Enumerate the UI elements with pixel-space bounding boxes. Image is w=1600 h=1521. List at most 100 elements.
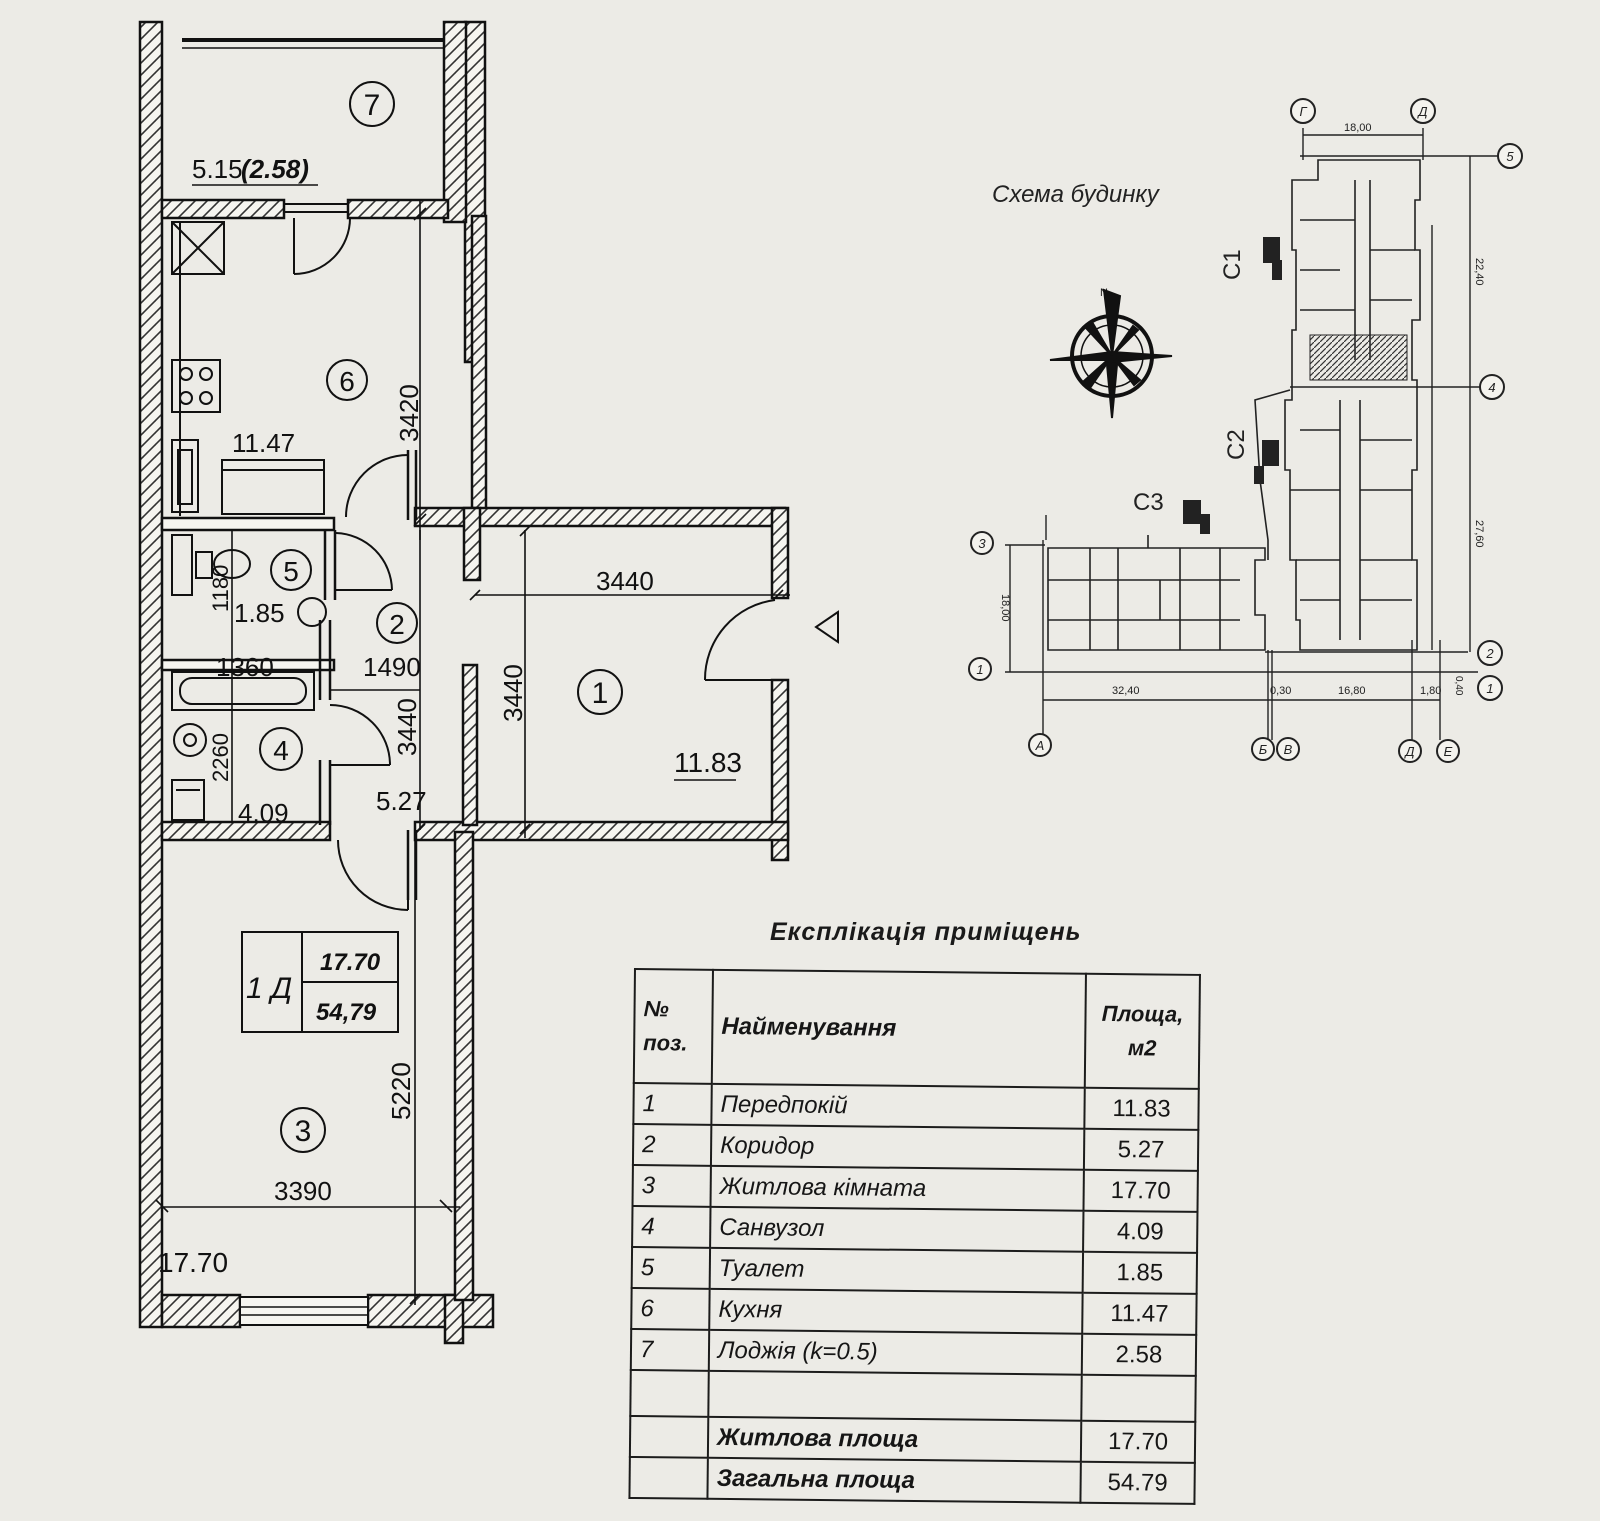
- section-label-c3: С3: [1133, 489, 1164, 516]
- svg-text:В: В: [1284, 742, 1293, 757]
- svg-text:4: 4: [1488, 380, 1495, 395]
- entrance-arrow-icon: [814, 610, 839, 644]
- room-num-3: 3: [295, 1115, 312, 1148]
- scheme-entrances: [1183, 237, 1282, 534]
- table-row-total-area: Загальна площа 54.79: [629, 1456, 1195, 1504]
- dim-bath-width: 1360: [216, 652, 274, 682]
- building-scheme: Схема будинку N: [968, 98, 1523, 763]
- table-row: 7 Лоджія (k=0.5) 2.58: [630, 1328, 1197, 1376]
- room-num-4: 4: [273, 735, 289, 766]
- dim-kitchen-depth: 3420: [394, 384, 424, 442]
- dim-hall-depth: 3440: [498, 664, 528, 722]
- svg-text:А: А: [1035, 738, 1045, 753]
- section-label-c1: С1: [1219, 249, 1246, 280]
- windows: [182, 38, 445, 1326]
- svg-text:Б: Б: [1259, 742, 1268, 757]
- scheme-building-outline: [1047, 159, 1421, 651]
- svg-text:Е: Е: [1444, 744, 1453, 759]
- scheme-section-labels: С1 С2 С3: [1133, 249, 1250, 516]
- svg-text:18,00: 18,00: [1344, 122, 1372, 134]
- dim-room-depth: 5220: [386, 1062, 416, 1120]
- doors: [293, 217, 776, 911]
- scheme-axis-labels: Г Д 5 4 3 2 1 1 А Б В Д Е: [976, 104, 1514, 759]
- table-row: 5 Туалет 1.85: [631, 1246, 1198, 1294]
- fixtures: [171, 221, 327, 821]
- svg-text:1: 1: [976, 662, 983, 677]
- apartment-stamp-text: 1 Д 17.70 54,79: [246, 949, 381, 1026]
- svg-text:16,80: 16,80: [1338, 685, 1366, 697]
- room-num-7: 7: [364, 89, 381, 122]
- dim-corridor-len: 3440: [392, 698, 422, 756]
- svg-text:0,30: 0,30: [1270, 685, 1291, 697]
- scheme-dimension-values: 18,00 22,40 27,60 18,00 32,40 0,30 16,80…: [999, 122, 1485, 697]
- svg-text:22,40: 22,40: [1473, 258, 1485, 286]
- dim-room-width: 3390: [274, 1176, 332, 1206]
- room-num-1: 1: [592, 677, 609, 710]
- table-row: 1 Передпокій 11.83: [633, 1083, 1199, 1130]
- compass-rose-icon: N: [1049, 287, 1173, 419]
- explication-title: Експлікація приміщень: [770, 918, 1082, 946]
- table-row: 2 Коридор 5.27: [632, 1124, 1199, 1171]
- room-marker-4: [259, 727, 303, 771]
- header-name: Найменування: [711, 969, 1086, 1088]
- table-row: 4 Санвузол 4.09: [632, 1205, 1198, 1253]
- room-num-2: 2: [389, 609, 405, 640]
- room-marker-6: [326, 359, 368, 401]
- svg-text:32,40: 32,40: [1112, 685, 1140, 697]
- dim-wc-depth: 1180: [208, 565, 233, 612]
- table-row: 3 Житлова кімната 17.70: [632, 1164, 1198, 1212]
- svg-text:27,60: 27,60: [1473, 520, 1485, 548]
- header-num: № поз.: [633, 969, 713, 1084]
- area-room-7-reduced: (2.58): [241, 154, 309, 184]
- apartment-total-area: 54,79: [316, 999, 377, 1026]
- svg-text:2: 2: [1485, 646, 1494, 661]
- svg-text:3: 3: [978, 536, 986, 551]
- svg-text:18,00: 18,00: [999, 594, 1011, 622]
- section-label-c2: С2: [1223, 429, 1250, 460]
- area-room-1: 11.83: [674, 747, 742, 778]
- svg-text:5: 5: [1506, 149, 1514, 164]
- svg-text:Г: Г: [1299, 104, 1307, 119]
- table-row: 6 Кухня 11.47: [631, 1287, 1197, 1335]
- svg-text:0,40: 0,40: [1453, 676, 1464, 696]
- scheme-apartment-highlight: [1309, 334, 1408, 381]
- svg-text:Д: Д: [1403, 744, 1414, 759]
- svg-text:N: N: [1100, 287, 1108, 299]
- area-room-5: 1.85: [234, 598, 285, 628]
- room-num-6: 6: [339, 366, 355, 397]
- dimension-values: 3420 3440 3440 3440 1490 1360 1180 2260 …: [208, 384, 654, 1206]
- apartment-type: 1 Д: [246, 972, 292, 1005]
- area-room-6: 11.47: [232, 428, 295, 458]
- dimension-lines: [155, 200, 790, 1305]
- svg-text:1: 1: [1486, 681, 1493, 696]
- dim-corridor-width: 1490: [363, 652, 421, 682]
- explication-table: № поз. Найменування Площа, м2 1 Передпок…: [628, 968, 1201, 1505]
- area-underlines: [192, 184, 736, 781]
- room-areas: 5.15 (2.58) 11.47 1.85 5.27 4.09 11.83 1…: [158, 154, 742, 1278]
- room-marker-7: [349, 81, 395, 127]
- explication-header: № поз. Найменування Площа, м2: [633, 969, 1200, 1089]
- room-marker-1: [577, 669, 623, 715]
- room-marker-2: [376, 602, 418, 644]
- exterior-walls: [138, 20, 790, 1345]
- scheme-axis-markers: [968, 98, 1523, 763]
- apartment-stamp: [241, 931, 399, 1033]
- svg-text:Д: Д: [1416, 104, 1427, 119]
- table-row-living-area: Житлова площа 17.70: [629, 1415, 1196, 1463]
- area-room-7: 5.15: [192, 154, 243, 184]
- header-area: Площа, м2: [1084, 973, 1200, 1089]
- area-room-3: 17.70: [158, 1247, 228, 1278]
- room-marker-5: [270, 549, 312, 591]
- room-marker-3: [280, 1107, 326, 1153]
- scheme-axes: [1005, 128, 1498, 740]
- table-row-blank: [630, 1369, 1196, 1422]
- room-num-5: 5: [283, 556, 299, 587]
- apartment-living-area: 17.70: [320, 949, 381, 976]
- area-room-4: 4.09: [238, 798, 289, 828]
- area-room-2: 5.27: [376, 786, 427, 816]
- plan-labels: 7 6 5 2 4 1 3: [273, 89, 608, 1148]
- scheme-title: Схема будинку: [992, 181, 1161, 208]
- dim-bath-depth: 2260: [208, 733, 233, 782]
- dim-hall-width: 3440: [596, 566, 654, 596]
